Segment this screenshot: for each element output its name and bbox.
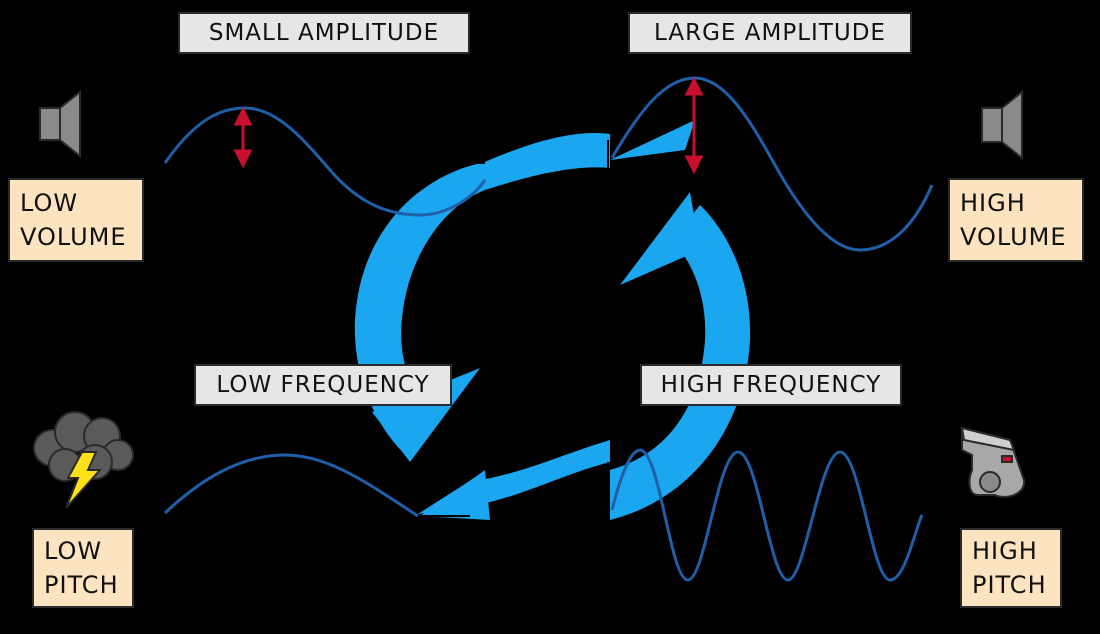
wave-low-frequency <box>163 453 419 518</box>
outcome-high-volume-line2: VOLUME <box>960 223 1067 251</box>
outcome-low-volume-line1: LOW <box>20 189 79 217</box>
amplitude-arrows <box>233 76 704 175</box>
outcome-high-volume: HIGH VOLUME <box>948 178 1084 262</box>
label-low-frequency: LOW FREQUENCY <box>194 364 452 406</box>
outcome-high-pitch-line2: PITCH <box>972 571 1047 599</box>
storm-cloud-icon <box>33 411 134 509</box>
outcome-low-volume-line2: VOLUME <box>20 223 127 251</box>
waves <box>163 76 934 582</box>
outcome-low-pitch-line1: LOW <box>44 537 103 565</box>
cycle-arrow-top-head <box>610 120 695 160</box>
cycle-arrow-right <box>610 205 751 520</box>
outcome-high-pitch: HIGH PITCH <box>960 528 1062 608</box>
cycle-arrows <box>354 120 751 520</box>
outcome-high-volume-line1: HIGH <box>960 189 1026 217</box>
cycle-arrow-top <box>485 133 610 190</box>
whistle-icon <box>960 426 1026 498</box>
outcome-low-pitch: LOW PITCH <box>32 528 134 608</box>
cycle-arrow-right-head <box>620 192 700 285</box>
cycle-arrow-left-head <box>372 368 480 462</box>
label-high-frequency: HIGH FREQUENCY <box>640 364 902 406</box>
wave-high-frequency <box>610 448 924 582</box>
outcome-high-pitch-line1: HIGH <box>972 537 1038 565</box>
cycle-dividers <box>418 140 609 518</box>
label-large-amplitude: LARGE AMPLITUDE <box>628 12 912 54</box>
speaker-icon <box>39 89 81 159</box>
outcome-low-volume: LOW VOLUME <box>8 178 144 262</box>
label-small-amplitude: SMALL AMPLITUDE <box>178 12 470 54</box>
wave-small-amplitude <box>163 106 487 217</box>
wave-large-amplitude <box>610 76 934 252</box>
lightning-bolt-icon <box>65 451 103 509</box>
speaker-icon <box>981 89 1023 161</box>
cycle-arrow-bottom-head <box>420 470 490 520</box>
outcome-low-pitch-line2: PITCH <box>44 571 119 599</box>
